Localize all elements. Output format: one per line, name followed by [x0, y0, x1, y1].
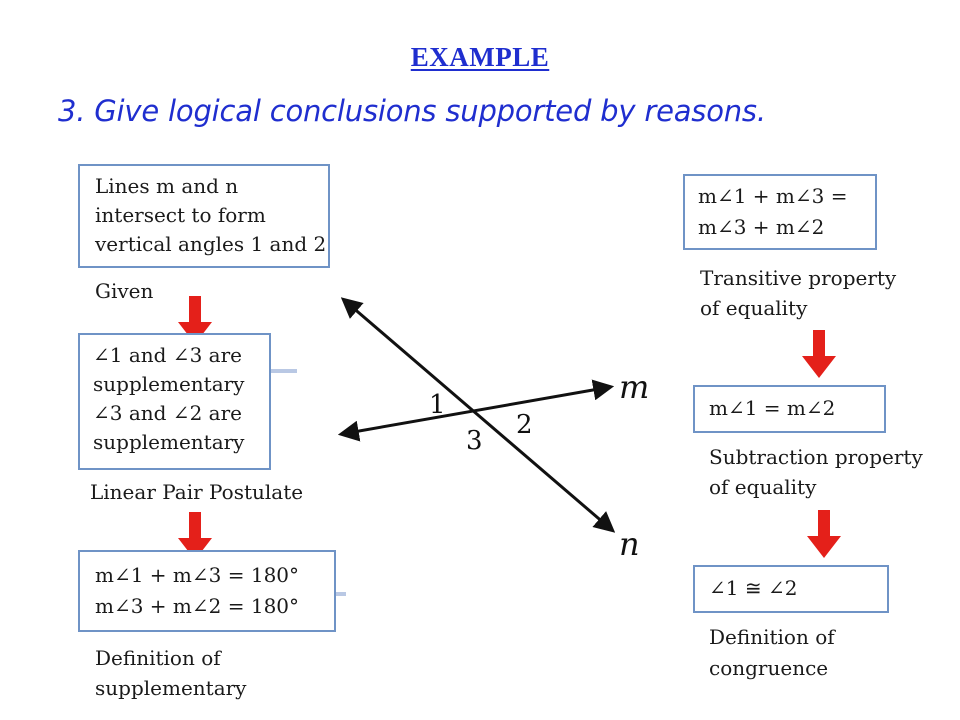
intersecting-lines-figure: m n 1 2 3	[337, 297, 649, 563]
step-box-congruence	[693, 565, 889, 613]
step-line: m∠3 + m∠2 = 180°	[95, 594, 300, 618]
angle-label-2: 2	[516, 410, 533, 440]
reason-text: Definition of	[709, 625, 835, 649]
reason-text: Linear Pair Postulate	[90, 480, 304, 504]
reason-text: Given	[95, 279, 154, 303]
line-label-n: n	[619, 525, 640, 563]
step-box-angle-sums	[78, 550, 336, 632]
step-line: vertical angles 1 and 2	[95, 232, 327, 256]
down-arrow-icon	[807, 510, 841, 558]
down-arrow-icon	[802, 330, 836, 378]
step-box-linear-pair	[78, 333, 271, 470]
reason-text: Transitive property	[700, 266, 897, 290]
line-label-m: m	[619, 368, 649, 406]
example-heading: EXAMPLE	[410, 42, 550, 72]
step-box-given	[78, 164, 330, 268]
angle-label-1: 1	[429, 390, 446, 420]
line-m	[337, 379, 615, 442]
step-line: Lines m and n	[95, 174, 239, 198]
decorative-bar	[271, 369, 297, 373]
line-n	[340, 297, 616, 533]
down-arrow-icon	[178, 296, 212, 344]
step-line: ∠3 and ∠2 are	[93, 401, 242, 425]
step-line: ∠1 ≅ ∠2	[709, 576, 798, 600]
decorative-bar	[336, 592, 346, 596]
step-line: m∠1 + m∠3 =	[698, 184, 848, 208]
reason-text: congruence	[709, 656, 829, 680]
down-arrow-icon	[178, 512, 212, 560]
reason-text: Subtraction property	[709, 445, 923, 469]
problem-statement: 3. Give logical conclusions supported by…	[58, 94, 766, 128]
step-line: intersect to form	[95, 203, 266, 227]
reason-text: Definition of	[95, 646, 221, 670]
reason-text: of equality	[700, 296, 808, 320]
step-line: m∠1 + m∠3 = 180°	[95, 563, 300, 587]
reason-text: of equality	[709, 475, 817, 499]
step-line: ∠1 and ∠3 are	[93, 343, 242, 367]
angle-label-3: 3	[466, 426, 483, 456]
step-line: m∠3 + m∠2	[698, 215, 825, 239]
step-line: supplementary	[93, 372, 245, 396]
step-box-transitive	[683, 174, 877, 250]
reason-text: supplementary	[95, 676, 247, 700]
step-line: supplementary	[93, 430, 245, 454]
step-box-subtraction	[693, 385, 886, 433]
step-line: m∠1 = m∠2	[709, 396, 836, 420]
